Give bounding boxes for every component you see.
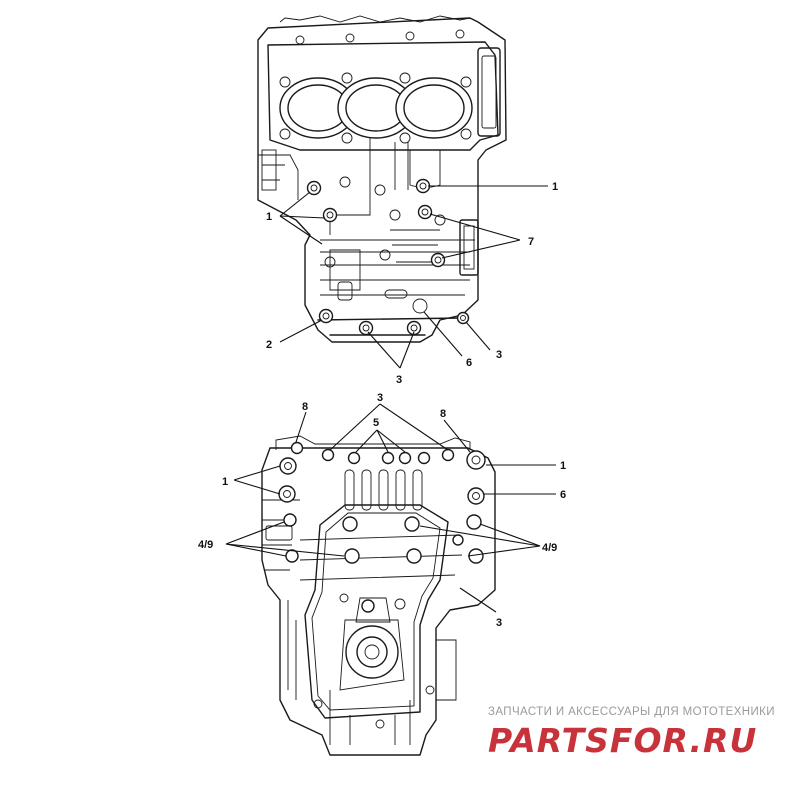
watermark-tagline: ЗАПЧАСТИ И АКСЕССУАРЫ ДЛЯ МОТОТЕХНИКИ: [488, 706, 775, 718]
logo-text: PARTSFOR.RU: [488, 721, 757, 760]
lower-crankcase-view: 8 3 5 8 1 1 6 4/9 4/9 3: [198, 392, 566, 756]
callout-8-right: 8: [440, 408, 446, 420]
callout-6-lower: 6: [560, 489, 566, 501]
callout-4-9-left: 4/9: [198, 539, 213, 551]
callout-3-lower: 3: [496, 617, 502, 629]
callout-5: 5: [373, 417, 379, 429]
upper-bolts: [306, 176, 470, 336]
callout-4-9-right: 4/9: [542, 542, 557, 554]
callout-3-bottom: 3: [396, 374, 402, 386]
callout-6: 6: [466, 357, 472, 369]
callout-7: 7: [528, 236, 534, 248]
upper-crankcase-view: 1 1 7 2 3 3 6: [257, 15, 558, 386]
callout-2: 2: [266, 339, 272, 351]
callout-1-lower-left: 1: [222, 476, 228, 488]
cylinder-bores: [279, 77, 473, 139]
callout-1-lower-right: 1: [560, 460, 566, 472]
callout-1-right: 1: [552, 181, 558, 193]
partsfor-logo: PARTSFOR.RU: [488, 721, 757, 760]
callout-3-right: 3: [496, 349, 502, 361]
lower-bolts: [278, 441, 486, 729]
callout-3-top: 3: [377, 392, 383, 404]
oil-pump-housing: [339, 597, 405, 691]
callout-1-left: 1: [266, 211, 272, 223]
callout-8-left: 8: [302, 401, 308, 413]
